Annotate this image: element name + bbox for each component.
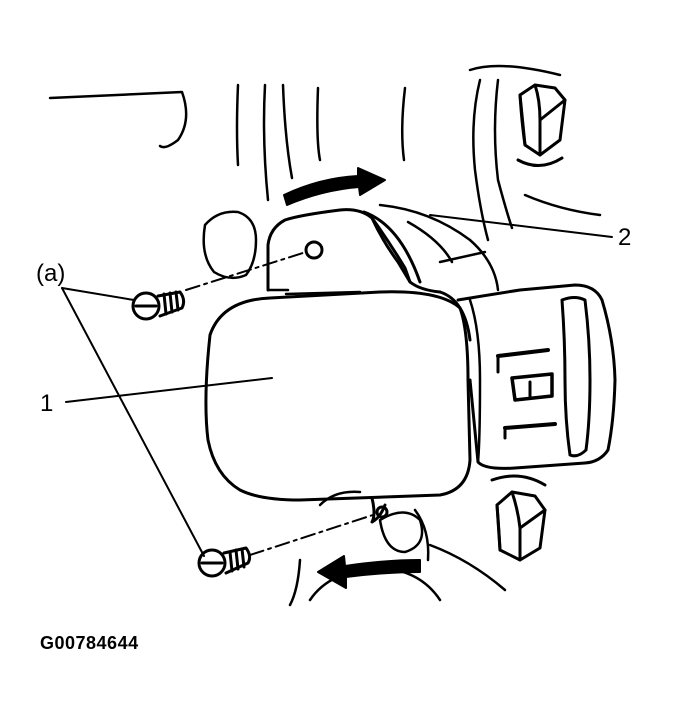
figure-id: G00784644 (40, 633, 139, 653)
leader-lines (61, 214, 613, 557)
screw-lower (197, 546, 252, 578)
callout-1: 1 (40, 390, 53, 417)
upper-alignment-line (185, 251, 307, 291)
leader-a-upper (61, 287, 135, 301)
upper-bolt (516, 83, 567, 167)
sensor-connector (456, 283, 617, 470)
leader-2 (429, 214, 613, 238)
rotation-arrow-top (283, 167, 386, 206)
lower-alignment-line (249, 513, 377, 556)
rotation-arrow-bottom (317, 555, 421, 589)
callout-2: 2 (618, 224, 631, 251)
leader-1 (65, 377, 273, 403)
callout-a: (a) (36, 260, 65, 287)
screw-upper (131, 290, 186, 321)
engine-housing (48, 64, 602, 607)
sensor-mounting-flange (266, 208, 442, 296)
lower-bolt (490, 474, 547, 562)
throttle-position-sensor-body (204, 290, 472, 524)
alignment-lines (185, 251, 377, 556)
leader-a-lower (61, 287, 205, 557)
